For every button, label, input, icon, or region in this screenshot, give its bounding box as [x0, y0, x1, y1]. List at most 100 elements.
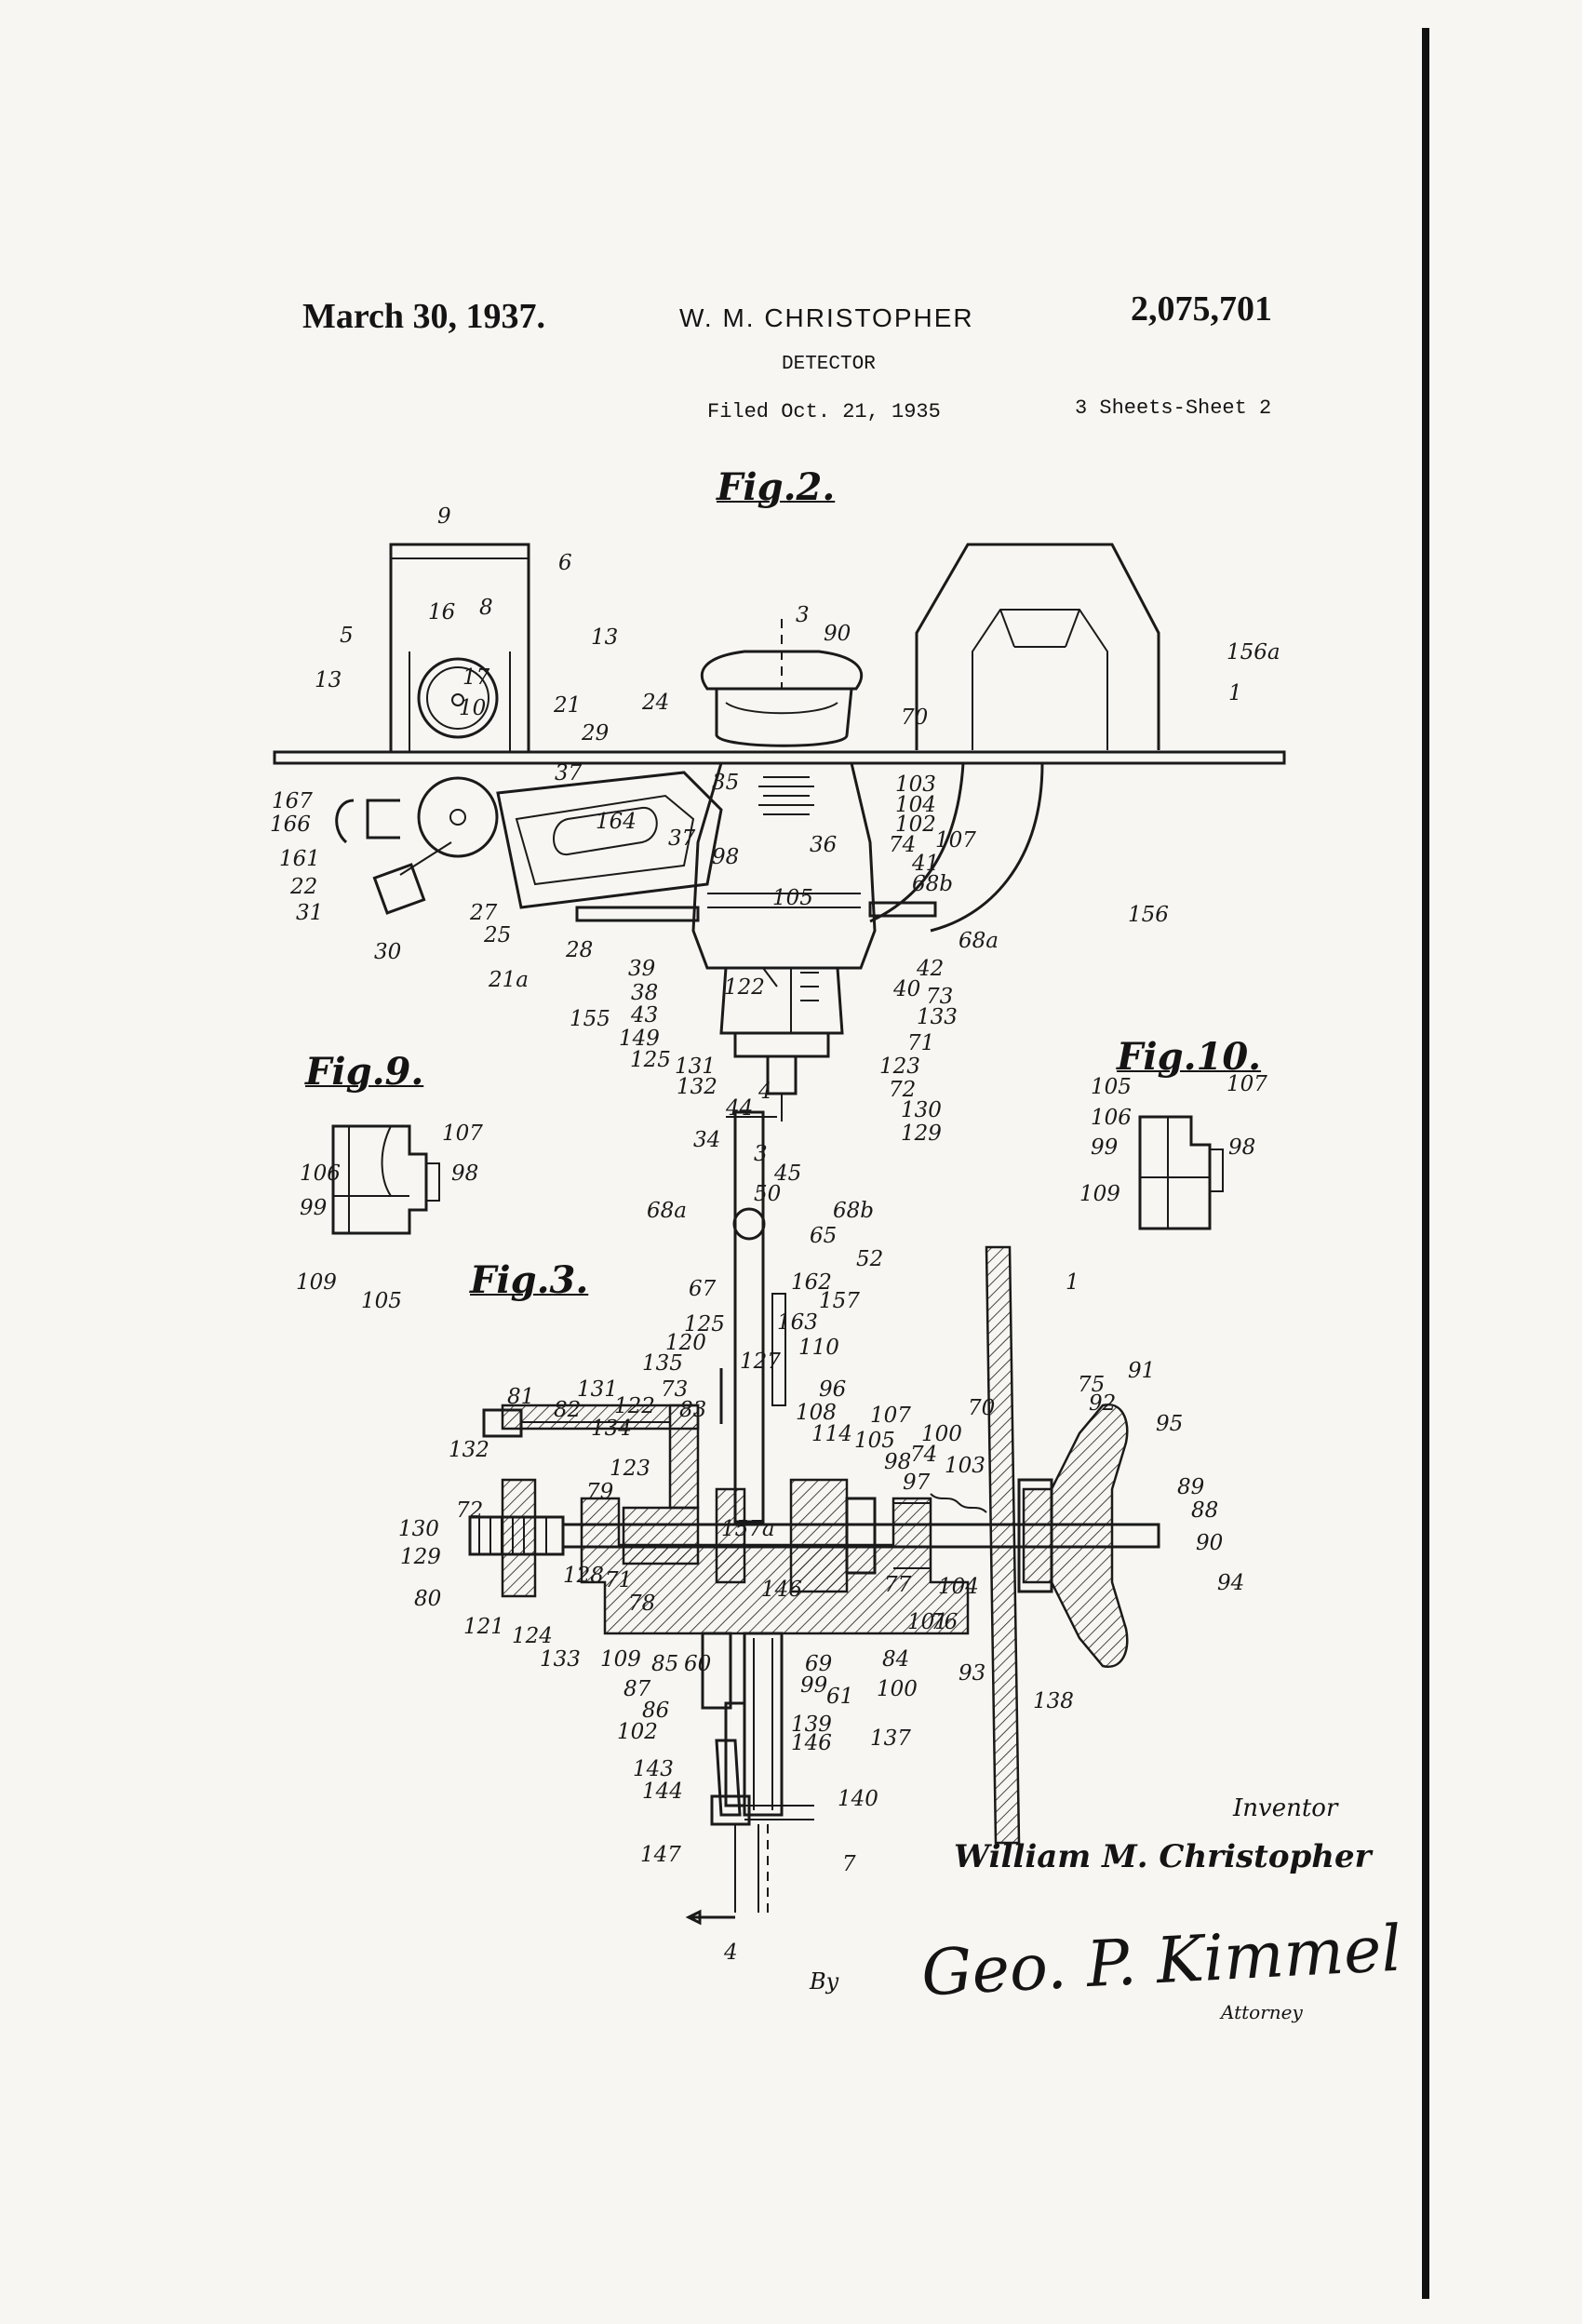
reference-numeral: 156a	[1227, 640, 1280, 665]
fig3-housing-section	[580, 1497, 970, 1635]
attorney-label: Attorney	[1221, 2001, 1303, 2023]
reference-numeral: 40	[892, 977, 920, 1001]
reference-numeral: 166	[270, 813, 311, 837]
reference-numeral: 144	[642, 1780, 683, 1804]
fig9-label: Fig.9.	[305, 1050, 424, 1094]
reference-numeral: 91	[1128, 1359, 1155, 1383]
reference-numeral: 84	[882, 1647, 909, 1672]
reference-numeral: 24	[641, 691, 669, 715]
reference-numeral: 109	[296, 1270, 337, 1295]
reference-numeral: 13	[591, 625, 618, 650]
fig2-roller	[417, 776, 499, 858]
fig2-left-housing	[389, 543, 530, 754]
reference-numeral: 72	[889, 1078, 916, 1102]
reference-numeral: 4	[723, 1941, 738, 1965]
reference-numeral: 41	[911, 852, 939, 876]
fig2-curved-tube	[869, 762, 965, 923]
reference-numeral: 149	[619, 1027, 660, 1051]
reference-numeral: 97	[903, 1471, 931, 1495]
inventor-header: W. M. CHRISTOPHER	[679, 303, 974, 332]
reference-numeral: 109	[600, 1647, 641, 1672]
reference-numeral: 131	[675, 1055, 716, 1079]
reference-numeral: 43	[630, 1003, 658, 1028]
reference-numeral: 99	[300, 1196, 327, 1220]
fig3-label: Fig.3.	[470, 1258, 589, 1302]
reference-numeral: 52	[856, 1247, 883, 1271]
reference-numeral: 67	[689, 1277, 717, 1301]
fig10-label: Fig.10.	[1117, 1035, 1262, 1079]
reference-numeral: 5	[340, 624, 354, 648]
reference-numeral: 120	[665, 1331, 706, 1355]
reference-numeral: 99	[1091, 1135, 1118, 1160]
reference-numeral: 35	[712, 771, 739, 795]
reference-numeral: 81	[507, 1385, 534, 1409]
reference-numeral: 105	[854, 1429, 895, 1453]
reference-numeral: 130	[901, 1098, 942, 1122]
reference-numeral: 102	[895, 813, 936, 837]
reference-numeral: 37	[555, 761, 583, 786]
reference-numeral: 98	[884, 1450, 911, 1474]
reference-numeral: 146	[791, 1731, 832, 1755]
reference-numeral: 107	[1227, 1072, 1267, 1096]
reference-numeral: 123	[610, 1457, 650, 1481]
reference-numeral: 21a	[488, 968, 529, 992]
reference-numeral: 109	[1079, 1182, 1120, 1206]
reference-numeral: 74	[889, 833, 916, 857]
reference-numeral: 95	[1156, 1412, 1183, 1436]
reference-numeral: 110	[798, 1336, 839, 1360]
reference-numeral: 137	[870, 1726, 911, 1751]
reference-numeral: 77	[884, 1573, 912, 1597]
fig3-probe-tube	[733, 1110, 765, 1524]
reference-numeral: 163	[777, 1310, 818, 1335]
reference-numeral: 107	[870, 1404, 911, 1428]
reference-numeral: 155	[570, 1007, 610, 1031]
reference-numeral: 99	[800, 1673, 827, 1698]
reference-numeral: 156	[1128, 903, 1169, 927]
reference-numeral: 80	[414, 1587, 441, 1611]
reference-numeral: 105	[772, 886, 813, 910]
fig2-sensor-head	[372, 863, 426, 915]
reference-numeral: 133	[917, 1005, 958, 1029]
reference-numeral: 71	[605, 1568, 632, 1592]
fig3-lower-tube	[743, 1632, 784, 1817]
reference-numeral: 146	[761, 1578, 802, 1602]
reference-numeral: 45	[773, 1162, 801, 1186]
reference-numeral: 161	[279, 847, 320, 871]
fig2-lower-housing	[719, 966, 844, 1035]
reference-numeral: 65	[810, 1224, 837, 1248]
reference-numeral: 74	[910, 1443, 937, 1467]
reference-numeral: 29	[581, 721, 609, 746]
reference-numeral: 103	[895, 772, 936, 797]
fig3-main-shaft	[561, 1523, 1160, 1549]
reference-numeral: 162	[791, 1270, 832, 1295]
reference-numeral: 42	[916, 957, 944, 981]
reference-numeral: 104	[938, 1575, 979, 1599]
reference-numeral: 90	[824, 622, 851, 646]
reference-numeral: 93	[959, 1661, 985, 1686]
reference-numeral: 78	[628, 1592, 655, 1616]
reference-numeral: 9	[437, 504, 451, 529]
reference-numeral: 68a	[959, 929, 999, 953]
reference-numeral: 98	[451, 1162, 478, 1186]
reference-numeral: 1	[1228, 681, 1242, 705]
sheet-count: 3 Sheets-Sheet 2	[1075, 396, 1272, 420]
filed-date: Filed Oct. 21, 1935	[707, 400, 941, 423]
fig2-right-cover	[915, 543, 1160, 750]
fig9-drawing	[331, 1124, 440, 1235]
reference-numeral: 133	[540, 1647, 581, 1672]
reference-numeral: 122	[724, 975, 765, 1000]
page-edge-line	[1422, 28, 1429, 2299]
reference-numeral: 82	[554, 1398, 581, 1422]
reference-numeral: 85	[651, 1652, 678, 1676]
reference-numeral: 8	[479, 596, 493, 620]
reference-numeral: 96	[819, 1377, 846, 1402]
reference-numeral: 79	[586, 1480, 613, 1504]
reference-numeral: 76	[931, 1610, 958, 1634]
reference-numeral: 104	[895, 793, 936, 817]
reference-numeral: 129	[400, 1545, 441, 1569]
reference-numeral: 68a	[647, 1199, 687, 1223]
reference-numeral: 94	[1217, 1571, 1244, 1595]
reference-numeral: 86	[642, 1699, 669, 1723]
